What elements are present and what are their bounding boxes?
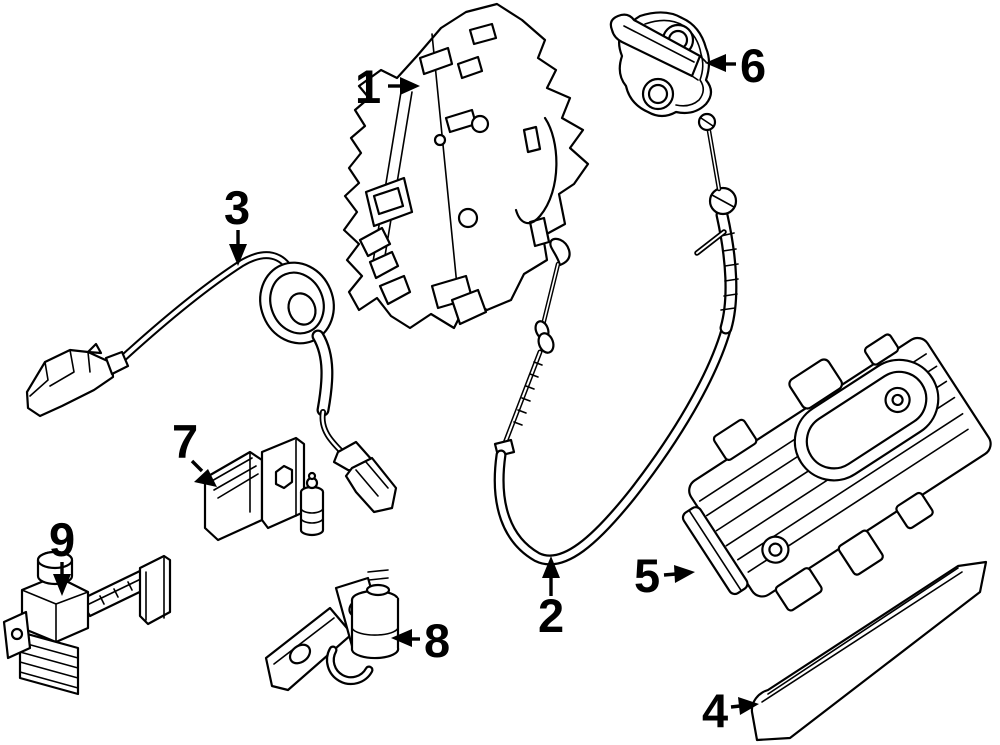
callout-3-label[interactable]: 3 <box>224 181 250 234</box>
trim-strip-drawing <box>750 560 988 742</box>
callout-8-arrowhead <box>391 629 412 647</box>
callout-6[interactable]: 6 <box>705 39 766 92</box>
door-lock-actuator-drawing <box>342 2 590 330</box>
callout-4-label[interactable]: 4 <box>702 684 728 737</box>
callout-3[interactable]: 3 <box>224 181 250 266</box>
callout-8[interactable]: 8 <box>391 614 450 667</box>
callout-5-arrowhead <box>674 565 695 583</box>
lower-hinge-drawing <box>264 569 400 692</box>
callout-7[interactable]: 7 <box>172 415 217 487</box>
callout-9-label[interactable]: 9 <box>49 513 75 566</box>
callout-6-arrowhead <box>705 54 726 72</box>
callout-7-arrowhead <box>194 469 217 487</box>
callout-2-arrowhead <box>542 556 560 578</box>
callout-2-label[interactable]: 2 <box>538 589 564 642</box>
callout-1[interactable]: 1 <box>355 60 420 113</box>
callout-1-label[interactable]: 1 <box>355 60 381 113</box>
callout-4-arrowhead <box>738 697 759 715</box>
callout-2[interactable]: 2 <box>538 556 564 642</box>
callout-4-arrow <box>730 704 741 709</box>
callout-5-label[interactable]: 5 <box>634 549 660 602</box>
callout-4[interactable]: 4 <box>702 684 759 737</box>
callout-8-label[interactable]: 8 <box>424 614 450 667</box>
door-check-drawing <box>2 550 172 696</box>
callout-7-label[interactable]: 7 <box>172 415 198 468</box>
callout-9-arrowhead <box>53 574 71 596</box>
callout-5[interactable]: 5 <box>634 549 695 602</box>
callout-6-label[interactable]: 6 <box>740 39 766 92</box>
callout-9[interactable]: 9 <box>49 513 75 596</box>
lock-cable-drawing <box>493 112 739 566</box>
door-striker-drawing <box>609 11 713 118</box>
callout-5-arrow <box>663 572 677 577</box>
callout-3-arrowhead <box>229 244 247 266</box>
upper-hinge-drawing <box>203 436 325 542</box>
callout-1-arrowhead <box>400 77 420 95</box>
handle-carrier-drawing <box>681 333 992 612</box>
callout-7-arrow <box>190 459 204 473</box>
interior-cable-drawing <box>25 251 398 514</box>
